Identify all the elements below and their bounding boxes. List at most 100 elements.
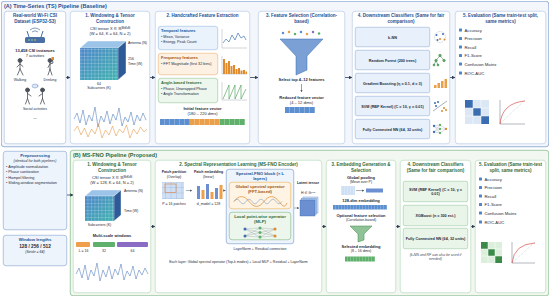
- tree-icon: [435, 59, 438, 62]
- reduced-vector-cells: [285, 107, 315, 113]
- node-heading: 1. Windowing & Tensor Construction: [76, 162, 148, 173]
- boosting-icon: [434, 85, 437, 88]
- node-fill: [3, 151, 67, 230]
- classifier-box: k-NN: [355, 27, 430, 47]
- selection-funnel: [280, 39, 323, 75]
- router-icon: [27, 31, 43, 37]
- node-fill: [355, 50, 430, 70]
- temporal-chart: [222, 29, 247, 48]
- svm-icon: [433, 101, 447, 111]
- window-box: Window lengths128 / 256 / 512(Stride = 6…: [3, 235, 67, 266]
- label-text: 32: [92, 249, 116, 253]
- router-icon: [34, 39, 36, 41]
- pipeline-panel: (B) MS-FNO Pipeline (Proposed)1. Windowi…: [70, 150, 549, 296]
- embedding-bar: [333, 205, 387, 210]
- embedding-bars: [206, 184, 209, 199]
- node-text: (Stride = 64): [6, 250, 64, 254]
- node-heading: Real-world Wi-Fi CSI Dataset (ESP32-S3): [7, 13, 63, 24]
- embedding-bars: [220, 185, 223, 199]
- label-text: P = 16 patches: [156, 202, 192, 206]
- node-heading: SVM (RBF Kernel) (C = 10, γ = 0.01): [358, 104, 428, 109]
- feature-box: Angle-based features• Phase, Unwrapped P…: [158, 78, 218, 103]
- frequency-chart: [222, 56, 247, 74]
- label-text: Walking: [7, 78, 33, 82]
- node-fill: [403, 205, 468, 226]
- node-text: Accuracy: [478, 176, 543, 181]
- step-box: 4. Downstream Classifiers (Same for fair…: [352, 11, 450, 144]
- step-box: 2. Spectral Representation Learning (MS-…: [155, 160, 322, 293]
- mlp-icon: [244, 235, 247, 238]
- node-heading: Frequency features: [161, 55, 215, 60]
- operator-box: Global spectral operator (FFT-based): [229, 182, 291, 209]
- label-text: 7 activities: [6, 54, 64, 59]
- label-text: Optional feature selection: [328, 213, 394, 218]
- mlp-icon: [259, 227, 262, 230]
- csi-waveform: [74, 107, 147, 138]
- nn-icon: [439, 124, 441, 126]
- tree-icon: [433, 64, 435, 66]
- frequency-chart: [222, 56, 247, 74]
- latent-tensor: [294, 208, 299, 209]
- nn-icon: [439, 128, 441, 130]
- selected-cells: [345, 257, 375, 262]
- label-text: Antenna (N): [128, 41, 149, 45]
- step-box: 5. Evaluation (Same train-test split, sa…: [475, 160, 546, 293]
- people-social: [26, 92, 45, 104]
- classifier-box: Fully Connected NN (64, 32 units): [403, 228, 468, 249]
- label-text: 13,458 CSI instances: [6, 48, 64, 53]
- node-fill: [158, 53, 218, 75]
- frequency-chart: [238, 68, 240, 74]
- frequency-chart: [233, 65, 235, 74]
- label-text: Subcarriers (K): [72, 223, 128, 227]
- confusion-matrix-icon: [473, 108, 481, 116]
- label-text: Global pooling: [328, 175, 394, 180]
- csi-tensor: [85, 196, 114, 221]
- pooling-icon: [341, 186, 355, 195]
- node-heading: 5. Evaluation (Same train-test split, sa…: [478, 162, 543, 173]
- dataset-box: Real-world Wi-Fi CSI Dataset (ESP32-S3): [4, 11, 66, 144]
- label-text: Patch partition: [156, 170, 192, 174]
- node-text: • Sliding-window segmentation: [6, 180, 64, 185]
- router-icon: [30, 28, 40, 32]
- selection-funnel: [312, 31, 315, 34]
- classifier-box: SVM (RBF Kernel) (C = 10, γ = 0.01): [403, 181, 468, 202]
- confusion-matrix-icon: [481, 116, 489, 124]
- confusion-matrix-icon: [465, 100, 489, 124]
- spectral-wave: [234, 197, 287, 207]
- node-heading: 3. Feature Selection (Correlation-based): [261, 13, 342, 24]
- node-text: Confusion Matrix: [478, 211, 543, 216]
- mlp-icon: [244, 228, 247, 231]
- confusion-matrix-icon: [481, 242, 488, 249]
- confusion-matrix-icon: [465, 100, 489, 124]
- node-heading: Global spectral operator (FFT-based): [232, 184, 288, 194]
- person-walking: [17, 63, 23, 76]
- nn-icon: [433, 125, 435, 127]
- label-text: Antenna (N): [124, 189, 149, 193]
- knn-icon: [444, 39, 446, 41]
- node-fill: [229, 182, 291, 209]
- node-heading: 3. Embedding Generation & Selection: [329, 162, 393, 173]
- label-text: Multi-scale windows: [75, 233, 149, 238]
- reduced-vector-cells: [285, 107, 315, 113]
- node-fill: [73, 160, 151, 293]
- node-text: ROC-AUC: [478, 219, 543, 224]
- node-fill: [352, 11, 450, 144]
- classifier-box: XGBoost (n = 300 est.): [403, 205, 468, 226]
- frequency-chart: [236, 69, 238, 74]
- svm-icon: [433, 101, 447, 112]
- phase-chart: [223, 85, 246, 99]
- roc-curve-icon: [512, 242, 535, 263]
- roc-curve-icon: [500, 101, 525, 124]
- node-heading: 4. Downstream Classifiers (Same for fair…: [355, 13, 447, 24]
- node-fill: [258, 11, 345, 144]
- phase-chart: [222, 82, 247, 100]
- label-text: Patch embedding: [192, 170, 225, 174]
- selection-funnel: [306, 33, 309, 36]
- feature-vector-bar: [160, 119, 245, 125]
- node-text: • Angle Transformation: [161, 91, 215, 96]
- label-text: (W = 128, K = 64, N = 2): [75, 180, 149, 185]
- embedding-bars: [211, 192, 214, 199]
- spectral-wave: [234, 197, 287, 207]
- selection-funnel: [350, 226, 372, 242]
